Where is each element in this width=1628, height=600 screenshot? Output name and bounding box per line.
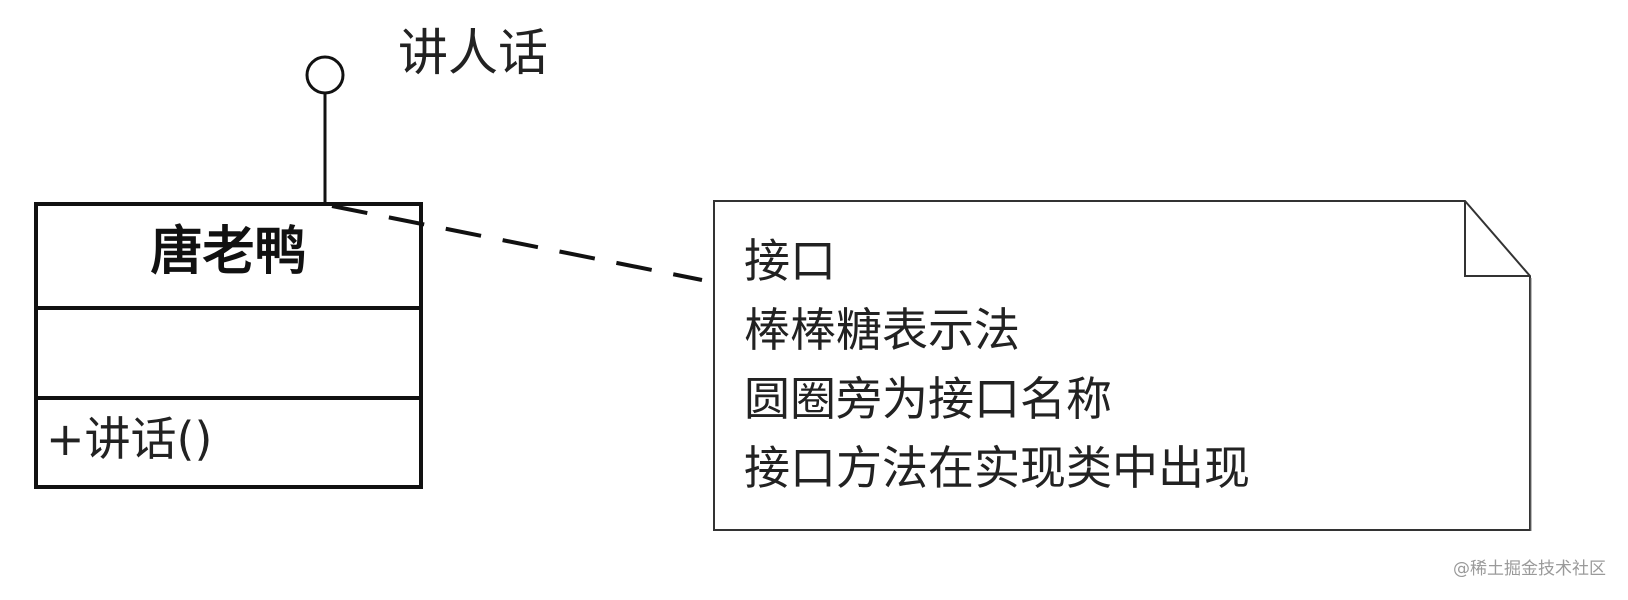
note-connector-dashed [331,204,703,282]
class-box [34,202,423,489]
note-line: 圆圈旁为接口名称 [744,372,1112,426]
note-line: 接口方法在实现类中出现 [744,441,1250,495]
watermark: @稀土掘金技术社区 [1453,559,1606,579]
note-box [713,200,1531,531]
class-operation: +讲话() [46,412,213,466]
note-line: 棒棒糖表示法 [744,303,1020,357]
interface-name: 讲人话 [398,24,548,82]
note-fold-corner [1464,201,1530,277]
note-line: 接口 [744,234,836,288]
class-name: 唐老鸭 [150,222,307,282]
interface-lollipop-circle [305,55,345,95]
